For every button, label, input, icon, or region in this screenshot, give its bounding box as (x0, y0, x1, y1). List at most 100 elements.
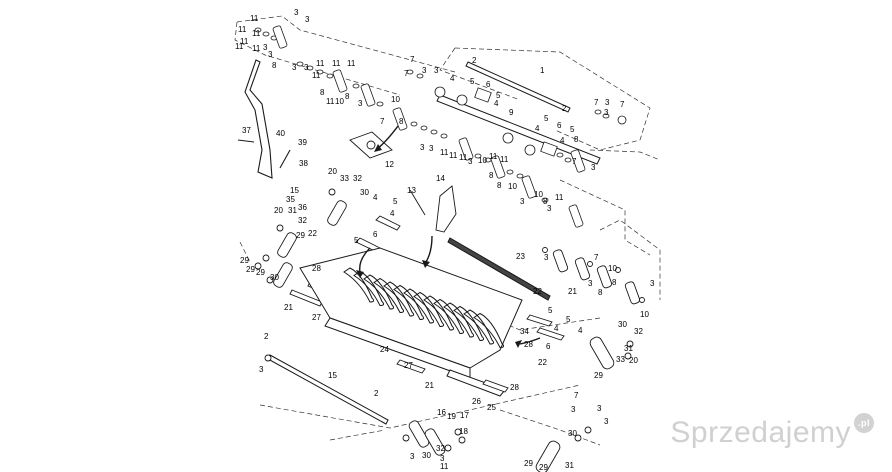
callout-7: 7 (404, 69, 409, 78)
callout-11: 11 (489, 152, 498, 161)
callout-27: 27 (404, 361, 413, 370)
callout-3: 3 (520, 197, 525, 206)
callout-3: 3 (544, 253, 549, 262)
callout-8: 8 (598, 288, 603, 297)
callout-3: 3 (597, 404, 602, 413)
callout-19: 19 (447, 412, 456, 421)
pan-finger (443, 302, 475, 338)
callout-3: 3 (434, 66, 439, 75)
callout-8: 8 (574, 135, 579, 144)
callout-25: 25 (487, 403, 496, 412)
callout-18: 18 (459, 427, 468, 436)
callout-34: 34 (520, 327, 529, 336)
callout-3: 3 (571, 405, 576, 414)
callout-24: 24 (380, 345, 389, 354)
callout-11: 11 (252, 44, 261, 53)
callout-7: 7 (410, 55, 415, 64)
callout-5: 5 (570, 125, 575, 134)
callout-32: 32 (436, 444, 445, 453)
callout-31: 31 (565, 461, 574, 470)
callout-8: 8 (612, 278, 617, 287)
plate-part (349, 131, 393, 159)
callout-7: 7 (572, 157, 577, 166)
callout-20: 20 (274, 206, 283, 215)
callout-10: 10 (534, 190, 543, 199)
callout-10: 10 (391, 95, 400, 104)
callout-7: 7 (574, 391, 579, 400)
callout-3: 3 (294, 8, 299, 17)
callout-29: 29 (539, 463, 548, 472)
callout-3: 3 (604, 417, 609, 426)
callout-30: 30 (618, 320, 627, 329)
callout-3: 3 (304, 63, 309, 72)
watermark-badge: .pl (854, 413, 874, 433)
callout-11: 11 (555, 193, 564, 202)
pan-finger (463, 309, 495, 345)
callout-6: 6 (546, 342, 551, 351)
callout-32: 32 (298, 216, 307, 225)
callout-3: 3 (292, 63, 297, 72)
pan-finger (403, 288, 435, 324)
fastener-row-top (254, 25, 627, 228)
callout-8: 8 (489, 171, 494, 180)
callout-4: 4 (450, 74, 455, 83)
callout-4: 4 (494, 99, 499, 108)
callout-5: 5 (470, 77, 475, 86)
callout-4: 4 (373, 193, 378, 202)
callout-38: 38 (299, 159, 308, 168)
callout-7: 7 (594, 253, 599, 262)
callout-11: 11 (332, 59, 341, 68)
callout-3: 3 (305, 15, 310, 24)
callout-10: 10 (478, 156, 487, 165)
callout-4: 4 (578, 326, 583, 335)
callout-3: 3 (429, 144, 434, 153)
callout-3: 3 (588, 279, 593, 288)
callout-5: 5 (393, 197, 398, 206)
callout-7: 7 (380, 117, 385, 126)
callout-6: 6 (486, 80, 491, 89)
callout-8: 8 (272, 61, 277, 70)
callout-2: 2 (472, 56, 477, 65)
callout-30: 30 (360, 188, 369, 197)
main-pan (299, 247, 523, 397)
callout-30: 30 (422, 451, 431, 460)
callout-3: 3 (591, 163, 596, 172)
callout-37: 37 (242, 126, 251, 135)
bottom-mount-parts (264, 354, 509, 456)
callout-6: 6 (373, 230, 378, 239)
pan-finger (473, 312, 505, 349)
callout-9: 9 (509, 108, 514, 117)
callout-29: 29 (246, 265, 255, 274)
callout-3: 3 (422, 66, 427, 75)
callout-11: 11 (250, 14, 259, 23)
callout-28: 28 (510, 383, 519, 392)
callout-3: 3 (604, 108, 609, 117)
callout-23: 23 (516, 252, 525, 261)
callout-4: 4 (554, 324, 559, 333)
callout-22: 22 (538, 358, 547, 367)
callout-1: 1 (540, 66, 545, 75)
callout-2: 2 (562, 104, 567, 113)
shafts (267, 61, 601, 425)
callout-3: 3 (259, 365, 264, 374)
callout-28: 28 (312, 264, 321, 273)
callout-15: 15 (328, 371, 337, 380)
callout-12: 12 (385, 160, 394, 169)
callout-31: 31 (624, 344, 633, 353)
callout-35: 35 (286, 195, 295, 204)
callout-3: 3 (440, 454, 445, 463)
pan-finger (343, 267, 375, 303)
callout-11: 11 (440, 148, 449, 157)
callout-32: 32 (634, 327, 643, 336)
pan-finger (433, 298, 465, 335)
callout-5: 5 (548, 306, 553, 315)
callout-5: 5 (544, 114, 549, 123)
callout-21: 21 (425, 381, 434, 390)
callout-10: 10 (640, 310, 649, 319)
callout-8: 8 (399, 117, 404, 126)
callout-8: 8 (497, 181, 502, 190)
callout-21: 21 (284, 303, 293, 312)
callout-20: 20 (328, 167, 337, 176)
